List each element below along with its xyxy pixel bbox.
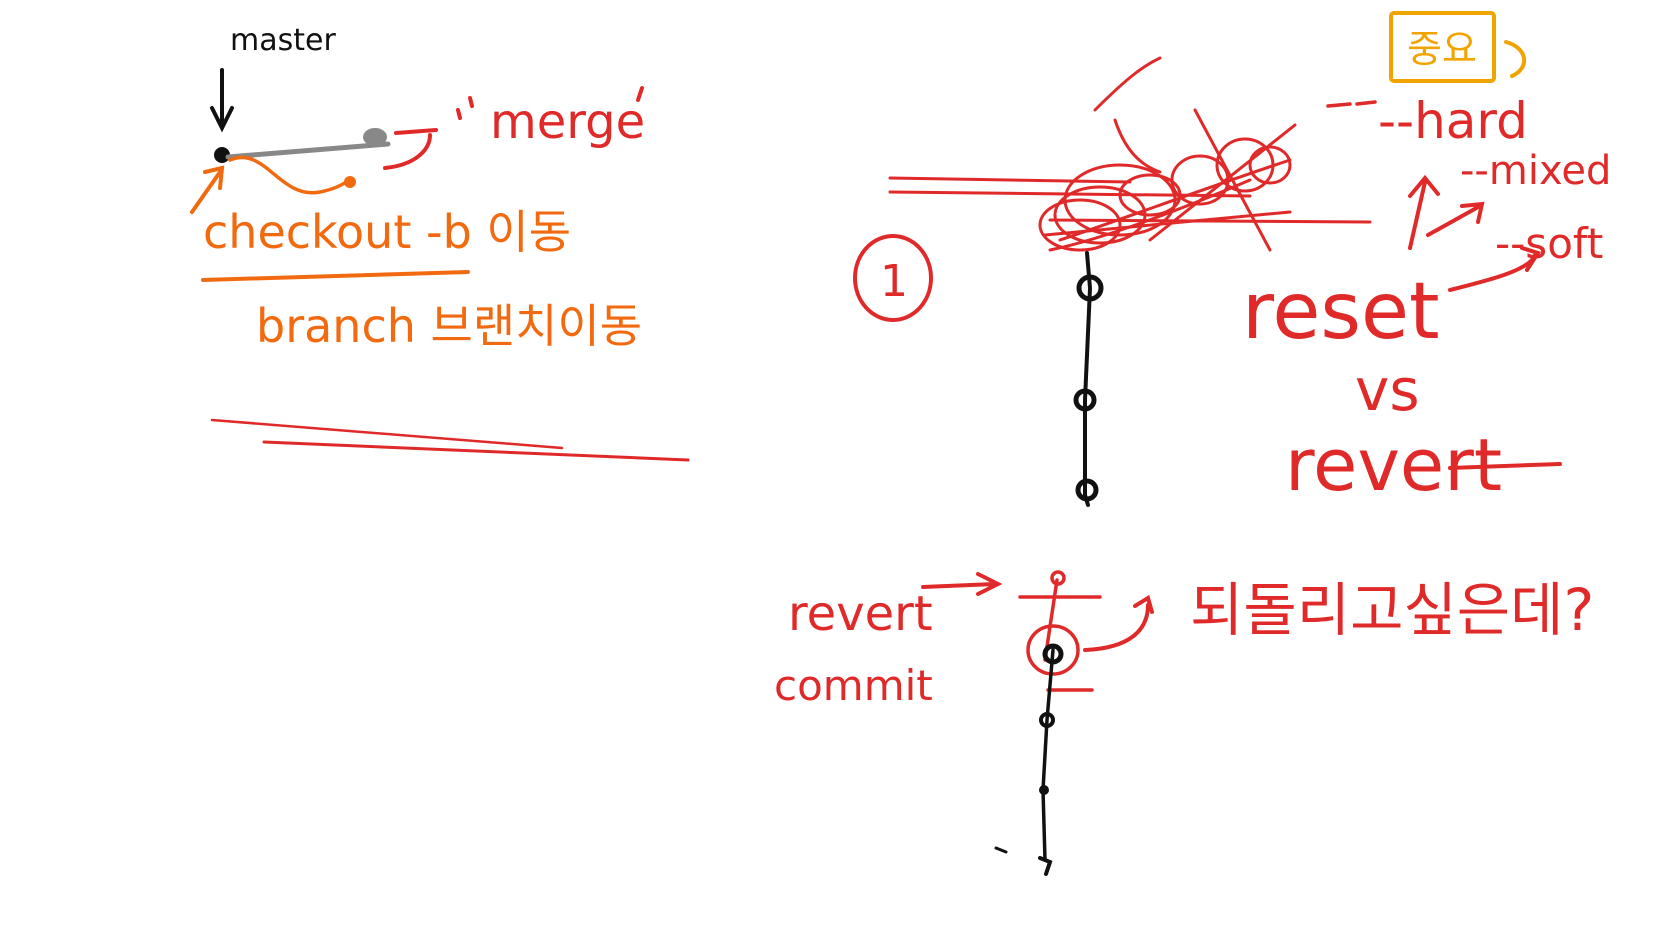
scribbled-commits (888, 56, 1372, 252)
checkout-underline (201, 270, 470, 282)
reset-options-arrow (1408, 174, 1542, 292)
revert-pointer-arrow (921, 572, 1003, 596)
revert-commit-node-1 (1042, 643, 1064, 665)
revert-commit-label-2: commit (774, 661, 933, 710)
hard-dash (1326, 100, 1377, 108)
checkout-label: checkout -b 이동 (203, 205, 571, 259)
revert-commit-line (1041, 648, 1055, 862)
soft-option-label: --soft (1495, 219, 1603, 268)
revert-diagram: revert commit 되돌리고싶은데? (774, 570, 1594, 876)
circle-number-ring (853, 234, 933, 322)
reset-commit-node-3 (1075, 478, 1099, 502)
revert-commit-node-4 (1038, 856, 1053, 876)
reset-label: reset (1242, 267, 1440, 357)
gray-branch-line (225, 141, 391, 160)
important-box (1389, 11, 1496, 83)
revert-commit-node-2 (1039, 712, 1055, 728)
merge-label: merge (490, 94, 645, 150)
mixed-option-label: --mixed (1460, 148, 1611, 194)
checkout-pointer-arrow (190, 165, 225, 214)
reset-commit-line (1083, 251, 1092, 507)
revert-question-arrow (1083, 594, 1154, 652)
gray-branch-node (363, 128, 387, 146)
reset-commit-node-2 (1073, 388, 1097, 412)
master-label: master (230, 23, 336, 58)
reset-diagram: 1 중요 --hard --mixed --soft reset vs (853, 11, 1611, 507)
left-diagram: master merge checkout -b 이동 branch 브랜치이동 (190, 23, 690, 462)
important-hook (1504, 40, 1526, 78)
merge-quote-close (636, 86, 644, 102)
stray-mark (994, 846, 1008, 854)
reset-commit-node-1 (1076, 274, 1104, 302)
hard-option-label: --hard (1378, 92, 1528, 150)
revert-commit-label-1: revert (788, 586, 933, 642)
revert-new-commit-node (1050, 570, 1066, 586)
orange-branch-line (228, 155, 352, 195)
question-label: 되돌리고싶은데? (1190, 576, 1594, 644)
red-line-1 (210, 418, 564, 450)
important-label: 중요 (1407, 27, 1477, 71)
merge-arrow (383, 128, 438, 170)
orange-branch-node (344, 176, 356, 188)
branch-label: branch 브랜치이동 (256, 299, 642, 353)
master-arrow (210, 68, 234, 133)
circle-number: 1 (880, 256, 908, 307)
revert-commit-node-3 (1039, 785, 1049, 795)
red-line-2 (262, 440, 690, 462)
master-commit-node (214, 147, 230, 163)
vs-label: vs (1355, 356, 1420, 424)
merge-quote-open (456, 96, 474, 120)
revert-strike (1448, 462, 1562, 470)
revert-highlight-circle (1026, 624, 1080, 676)
revert-label: revert (1285, 423, 1502, 507)
